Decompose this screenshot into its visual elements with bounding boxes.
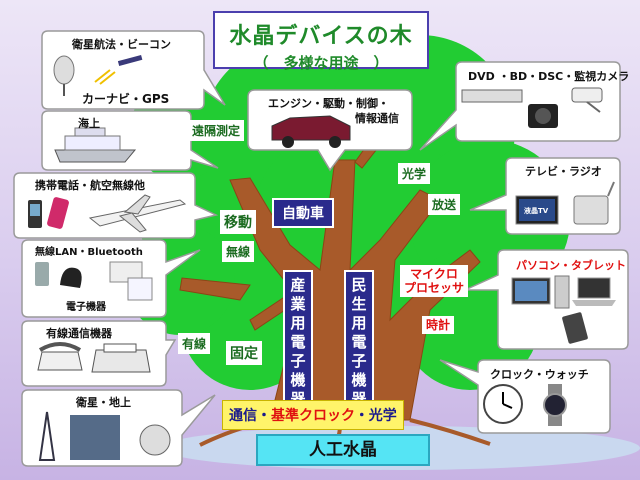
electronic-devices-icon [35,261,153,301]
bubble-satellite-nav-caption: カーナビ・GPS [82,92,170,106]
gps-satellite-icon [53,54,143,96]
bubble-engine-line1: エンジン・駆動・制御・ [268,97,389,110]
bubble-wireless-lan-title: 無線LAN・Bluetooth [35,247,143,258]
foundation-bar: 通信・基準クロック・光学 [222,400,404,430]
foundation-part1: 通信・ [229,408,271,424]
desktop-computer-icon [511,275,570,309]
dvd-player-icon [461,89,523,103]
bubble-tv-title: テレビ・ラジオ [525,165,602,178]
label-microprocessor: マイクロ プロセッサ [400,265,469,297]
label-industrial-electronics: 産業用電子機器 [283,270,313,415]
bubble-engine-line2: 情報通信 [355,112,399,125]
label-remote-sensing: 遠隔測定 [188,120,245,141]
label-microprocessor-line2: プロセッサ [404,281,465,295]
root-artificial-quartz: 人工水晶 [256,434,430,466]
label-automobile: 自動車 [272,198,334,228]
bubble-satellite-ground-title: 衛星・地上 [76,396,131,409]
page-title: 水晶デバイスの木 [229,24,413,49]
bubble-wireless-lan-caption: 電子機器 [66,302,106,313]
label-mobile: 移動 [220,210,256,234]
camera-icon [528,104,558,128]
wristwatch-icon [543,384,567,426]
television-icon [515,195,559,225]
foundation-part2: 基準クロック [271,408,355,424]
bubble-wired-title: 有線通信機器 [46,327,112,340]
radio-icon [573,181,615,225]
label-broadcast: 放送 [428,194,461,215]
bubble-mobile-title: 携帯電話・航空無線他 [35,179,145,192]
bubble-pc-title: パソコン・タブレット [516,259,626,272]
tablet-icon [562,312,588,344]
label-wireless: 無線 [222,241,255,262]
airplane-icon [88,194,187,233]
bubble-clock-title: クロック・ウォッチ [490,368,589,381]
car-icon [271,115,351,148]
label-fixed: 固定 [226,341,262,365]
laptop-icon [572,277,616,306]
bubble-satellite-nav-title: 衛星航法・ビーコン [72,38,171,51]
title-box: 水晶デバイスの木 （ 多様な用途 ） [213,11,429,72]
tv-screen-label: 液晶TV [524,207,549,215]
antenna-tower-icon [38,411,171,461]
bubble-dvd-title: DVD ・BD・DSC・監視カメラ [468,70,630,83]
wall-clock-icon [483,384,523,424]
security-camera-icon [571,87,603,113]
foundation-part3: ・光学 [354,408,397,424]
label-watch: 時計 [422,316,455,334]
label-optics: 光学 [398,163,431,184]
page-subtitle: （ 多様な用途 ） [253,54,389,72]
ship-icon [54,127,137,163]
telephone-fax-icon [37,342,151,373]
label-wired: 有線 [178,333,211,354]
bubble-marine-title: 海上 [78,117,100,130]
label-consumer-electronics: 民生用電子機器 [344,270,374,415]
mobile-phone-icon [28,197,69,229]
label-microprocessor-line1: マイクロ [410,267,458,281]
